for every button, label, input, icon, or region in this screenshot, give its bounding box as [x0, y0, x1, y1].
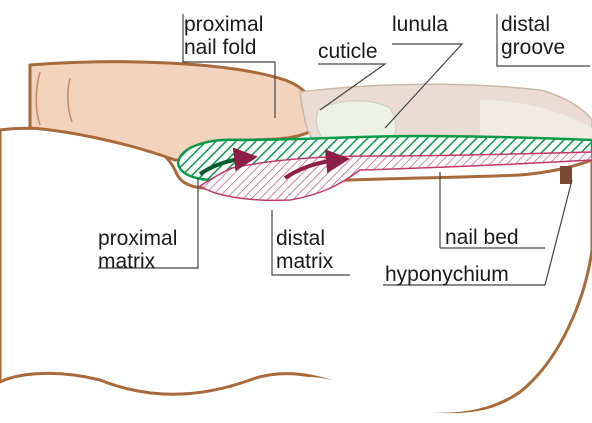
- distal-groove-mark: [560, 166, 572, 184]
- label-nail-bed: nail bed: [445, 226, 519, 249]
- label-cuticle: cuticle: [318, 40, 378, 63]
- label-hyponychium: hyponychium: [385, 263, 509, 286]
- label-lunula: lunula: [392, 13, 448, 36]
